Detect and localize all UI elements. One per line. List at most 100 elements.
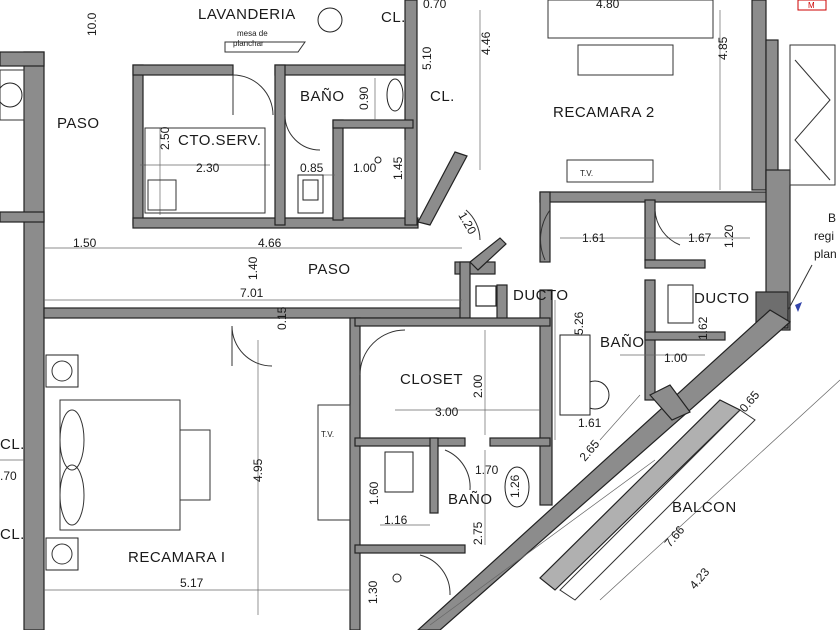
dim-1-20-b: 1.20 [722, 224, 736, 248]
dim-2-50: 2.50 [158, 126, 172, 150]
label-tv-r1: T.V. [321, 430, 334, 439]
dim-7-01: 7.01 [240, 286, 264, 300]
label-closet: CLOSET [400, 371, 463, 388]
wall-top-left [0, 51, 45, 67]
wall-left-stub [0, 211, 45, 223]
dim-4-95: 4.95 [251, 458, 265, 482]
wall-serv-top [132, 64, 234, 76]
tv-r2 [566, 159, 654, 183]
door-closet [359, 329, 406, 376]
furniture [0, 0, 836, 601]
note-edge-1: B [828, 211, 836, 225]
dim-0-85: 0.85 [300, 161, 324, 175]
window-r2 [789, 44, 836, 186]
dim-4-23: 4.23 [687, 565, 713, 592]
wall-facade-corner [649, 384, 691, 421]
label-bano-serv: BAÑO [300, 88, 345, 105]
dim-4-66: 4.66 [258, 236, 282, 250]
dim-70: .70 [0, 469, 17, 483]
cto-serv-counter [144, 127, 266, 214]
door-cl [465, 209, 481, 241]
wall-bano-top [274, 64, 416, 76]
dim-1-67: 1.67 [688, 231, 712, 245]
room-labels: LAVANDERIA mesa de planchar CL. BAÑO CL.… [0, 6, 750, 566]
wall-closet-top [354, 317, 551, 327]
label-balcon: BALCON [672, 499, 737, 516]
walls [0, 0, 792, 630]
dim-1-60: 1.60 [367, 481, 381, 505]
toilet-bano1 [384, 451, 414, 493]
dim-1-62: 1.62 [696, 316, 710, 340]
note-edge-3: plan [814, 247, 837, 261]
label-cto-serv: CTO.SERV. [178, 132, 261, 149]
wall-bano-mid [332, 119, 414, 129]
wall-ducto-left [459, 261, 471, 319]
door-bano2-closet [654, 209, 681, 246]
pillow-r1-a [59, 409, 85, 471]
bed-r1 [59, 399, 181, 531]
wall-serv-right [404, 0, 418, 226]
drain-serv [374, 156, 382, 164]
wall-ducto-right [496, 284, 508, 321]
label-paso-center: PASO [308, 261, 351, 278]
wall-closet-left [349, 317, 361, 630]
dim-1-45: 1.45 [391, 156, 405, 180]
edge-notes: B regi plan M [787, 0, 837, 312]
dim-1-00-b: 1.00 [664, 351, 688, 365]
left-edge-box [0, 69, 25, 121]
label-mesa-2: planchar [233, 39, 264, 48]
dim-5-26: 5.26 [572, 311, 586, 335]
dim-2-00: 2.00 [471, 374, 485, 398]
wall-diag-paso [469, 237, 507, 271]
label-ducto-2: DUCTO [694, 290, 750, 307]
dim-0-90: 0.90 [357, 86, 371, 110]
dim-1-40: 1.40 [246, 256, 260, 280]
dim-4-46: 4.46 [479, 31, 493, 55]
label-mesa-1: mesa de [237, 29, 268, 38]
dim-1-50: 1.50 [73, 236, 97, 250]
dim-4-85: 4.85 [716, 36, 730, 60]
nightstand-r1-b [45, 537, 79, 571]
door-recamara1 [231, 325, 273, 367]
toilet-serv-bowl [302, 179, 319, 201]
label-recamara-2: RECAMARA 2 [553, 104, 655, 121]
wall-facade-diagonal [417, 309, 792, 630]
sink-bano1 [504, 466, 530, 508]
window-r2-pattern [794, 59, 831, 181]
wall-bano1-bottom [354, 544, 466, 554]
wall-r2-window [765, 39, 779, 191]
note-leader [787, 264, 813, 311]
door-recamara2 [540, 209, 551, 261]
fixture-left-edge [0, 82, 23, 108]
wall-bano-inner [332, 119, 344, 221]
dim-1-00-a: 1.00 [353, 161, 377, 175]
ducto-box [475, 285, 497, 307]
dim-1-26: 1.26 [508, 474, 522, 498]
wall-closet-bottom [354, 437, 466, 447]
dim-5-17: 5.17 [180, 576, 204, 590]
wall-cto-bano [274, 64, 286, 226]
tv-r1 [317, 404, 351, 521]
label-lavanderia: LAVANDERIA [198, 6, 296, 23]
lamp-r1-a [51, 360, 73, 382]
ironing-board [224, 41, 306, 53]
dim-0-15: 0.15 [275, 306, 289, 330]
wall-bano2-left-top [539, 191, 551, 263]
label-tv-r2: T.V. [580, 169, 593, 178]
pillow-r1-b [59, 464, 85, 526]
note-edge-2: regi [814, 229, 834, 243]
bench-r1 [179, 429, 211, 501]
note-arrow [795, 302, 802, 312]
dim-1-61-b: 1.61 [578, 416, 602, 430]
toilet-bano2 [667, 284, 694, 324]
door-bano-serv [284, 114, 321, 151]
vanity-bano2 [559, 334, 591, 416]
dim-1-20-a: 1.20 [455, 210, 479, 238]
dim-1-16: 1.16 [384, 513, 408, 527]
wall-left-outer [23, 51, 45, 630]
dimension-lines [0, 10, 840, 626]
label-bano-2: BAÑO [600, 334, 645, 351]
balcon-inner [559, 409, 756, 601]
door-bano1 [444, 449, 471, 491]
